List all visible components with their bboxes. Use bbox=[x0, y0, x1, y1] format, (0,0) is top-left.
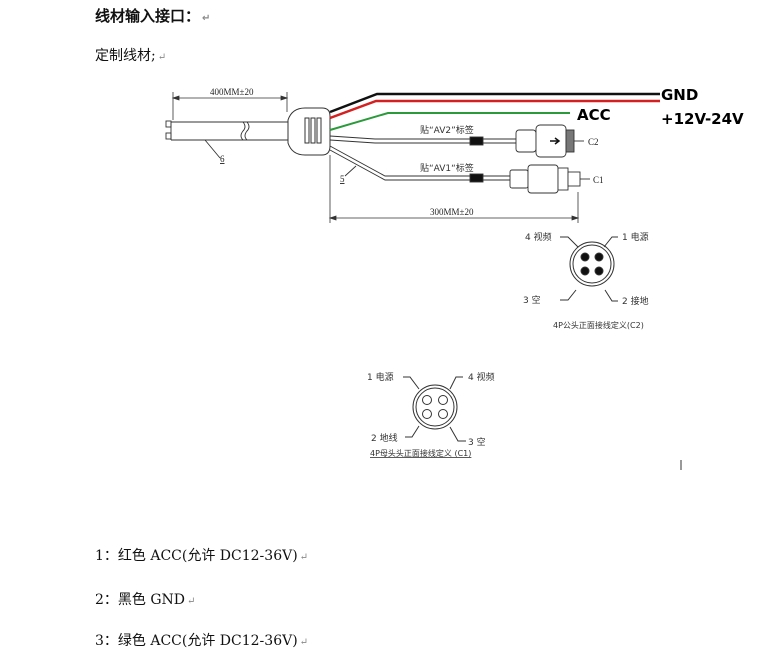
heading-text: 线材输入接口： bbox=[95, 7, 201, 25]
part-label-6: 6 bbox=[220, 154, 225, 164]
wire-line-2-text: 2：黑色 GND bbox=[95, 592, 186, 608]
input-cable bbox=[165, 120, 290, 159]
dimension-400 bbox=[171, 92, 289, 120]
av2-cable bbox=[329, 124, 584, 158]
acc-label: ACC bbox=[577, 106, 611, 124]
c1-pin3-label: 3 空 bbox=[468, 436, 486, 448]
wire-line-3: 3：绿色 ACC(允许 DC12-36V)↵ bbox=[95, 630, 308, 650]
c2-pin1-label: 1 电源 bbox=[622, 231, 649, 243]
c1-pin4-label: 4 视频 bbox=[468, 371, 495, 383]
paragraph-mark: ↵ bbox=[187, 596, 196, 607]
av2-tag-label: 贴“AV2”标签 bbox=[420, 124, 474, 136]
dimension-300-label: 300MM±20 bbox=[430, 207, 474, 217]
splitter-body bbox=[287, 107, 331, 156]
av1-tag-label: 贴“AV1“标签 bbox=[420, 162, 474, 174]
subheading-text: 定制线材; bbox=[95, 48, 156, 64]
c1-pin1-label: 1 电源 bbox=[367, 371, 394, 383]
c1-label: C1 bbox=[593, 175, 604, 185]
c1-pinout-diagram bbox=[403, 376, 466, 442]
c2-pin3-label: 3 空 bbox=[523, 294, 541, 306]
voltage-label: +12V-24V bbox=[661, 110, 744, 128]
c1-pin2-label: 2 地线 bbox=[371, 432, 398, 444]
c2-pin2-label: 2 接地 bbox=[622, 295, 649, 307]
wire-line-3-text: 3：绿色 ACC(允许 DC12-36V) bbox=[95, 633, 298, 649]
gnd-label: GND bbox=[661, 86, 698, 104]
c2-label: C2 bbox=[588, 137, 599, 147]
power-wires bbox=[329, 92, 660, 131]
dimension-300 bbox=[328, 155, 580, 223]
wire-line-2: 2：黑色 GND↵ bbox=[95, 589, 195, 609]
section-heading: 线材输入接口：↵ bbox=[95, 5, 210, 26]
subheading: 定制线材;↵ bbox=[95, 45, 166, 65]
c1-pinout-caption: 4P母头头正面接线定义 (C1) bbox=[370, 448, 471, 458]
c2-pinout-caption: 4P公头正面接线定义(C2) bbox=[553, 320, 644, 330]
wire-line-1: 1：红色 ACC(允许 DC12-36V)↵ bbox=[95, 545, 308, 565]
paragraph-mark: ↵ bbox=[157, 52, 167, 63]
c2-pinout-diagram bbox=[560, 236, 618, 302]
paragraph-mark: ↵ bbox=[299, 552, 309, 563]
part-label-5: 5 bbox=[340, 174, 345, 184]
wire-line-1-text: 1：红色 ACC(允许 DC12-36V) bbox=[95, 548, 298, 564]
paragraph-mark: ↵ bbox=[299, 637, 309, 648]
av1-cable bbox=[329, 145, 590, 194]
paragraph-mark: ↵ bbox=[202, 13, 211, 24]
c2-pin4-label: 4 视频 bbox=[525, 231, 552, 243]
dimension-400-label: 400MM±20 bbox=[210, 87, 254, 97]
